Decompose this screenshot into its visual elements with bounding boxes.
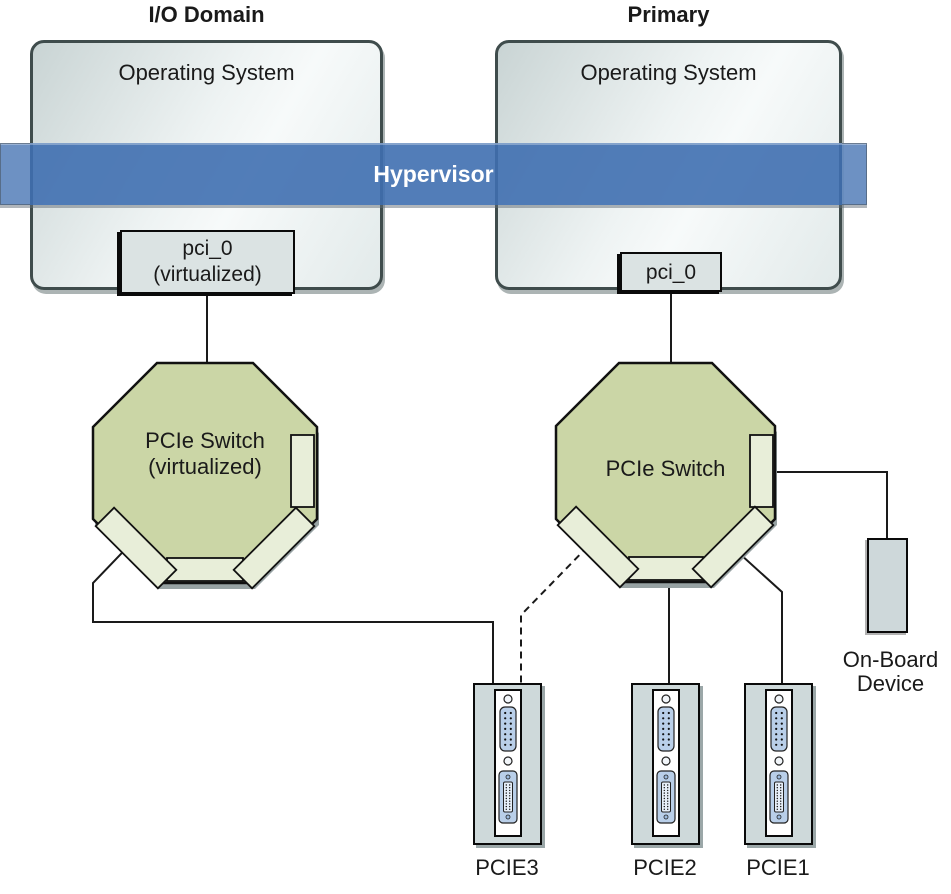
pcie1-label: PCIE1 — [746, 855, 810, 880]
pcie3-label: PCIE3 — [475, 855, 539, 880]
pcie1-card — [744, 683, 813, 845]
switch-port-bottom-left — [94, 506, 178, 590]
screw-hole-icon — [773, 694, 784, 704]
pcie2-card-panel — [651, 689, 680, 837]
pci0-virtualized-line1: pci_0 — [182, 237, 233, 260]
db15-connector-icon — [656, 706, 675, 752]
card-connectors-icon — [655, 694, 676, 824]
link-switch-right-to-pcie1 — [728, 543, 783, 684]
screw-hole-icon — [660, 756, 671, 766]
onboard-device-label: On-Board Device — [830, 648, 951, 696]
pcie-switch-virtualized — [91, 361, 319, 590]
onboard-device-line1: On-Board — [842, 647, 939, 672]
pcie3-card — [473, 683, 542, 845]
switch-port-right — [290, 434, 315, 508]
pci0-box: pci_0 — [620, 252, 722, 292]
onboard-device-box — [867, 538, 908, 633]
card-connectors-icon — [497, 694, 518, 824]
pcie-switch-label: PCIe Switch — [556, 456, 775, 482]
pci0-virtualized-line2: (virtualized) — [153, 263, 262, 286]
link-switch-left-to-pcie3 — [92, 533, 494, 684]
switch-left-line2: (virtualized) — [148, 454, 262, 479]
os-label-left: Operating System — [118, 60, 295, 85]
switch-right-line1: PCIe Switch — [605, 456, 726, 481]
screw-hole-icon — [502, 694, 513, 704]
primary-domain-title: Primary — [627, 2, 710, 27]
switch-port-bottom-right — [691, 505, 775, 589]
switch-port-bottom — [166, 557, 244, 582]
db15-connector-icon — [498, 706, 517, 752]
hypervisor-bar-left-cap — [0, 143, 30, 205]
switch-port-bottom-left — [556, 505, 640, 589]
switch-left-line1: PCIe Switch — [145, 428, 265, 453]
onboard-device-line2: Device — [856, 671, 925, 696]
pcie3-card-panel — [493, 689, 522, 837]
db15-connector-icon — [769, 706, 788, 752]
link-switch-right-to-onboard — [772, 471, 888, 540]
pcie2-card — [631, 683, 700, 845]
screw-hole-icon — [502, 756, 513, 766]
hypervisor-bar: Hypervisor — [0, 143, 867, 205]
io-domain-title: I/O Domain — [148, 2, 265, 27]
os-label-right: Operating System — [580, 60, 757, 85]
pcie-switch — [554, 361, 777, 589]
hypervisor-label: Hypervisor — [373, 160, 494, 187]
pcie-switch-virtualized-label: PCIe Switch (virtualized) — [93, 428, 317, 480]
pcie1-card-panel — [764, 689, 793, 837]
pcie2-label: PCIE2 — [633, 855, 697, 880]
hypervisor-bar-right-cap — [842, 143, 867, 205]
switch-port-right — [749, 434, 774, 508]
switch-port-bottom-right — [232, 506, 316, 590]
screw-hole-icon — [773, 756, 784, 766]
pci0-virtualized-box: pci_0 (virtualized) — [120, 230, 295, 294]
screw-hole-icon — [660, 694, 671, 704]
card-connectors-icon — [768, 694, 789, 824]
pci0-label: pci_0 — [645, 261, 697, 284]
